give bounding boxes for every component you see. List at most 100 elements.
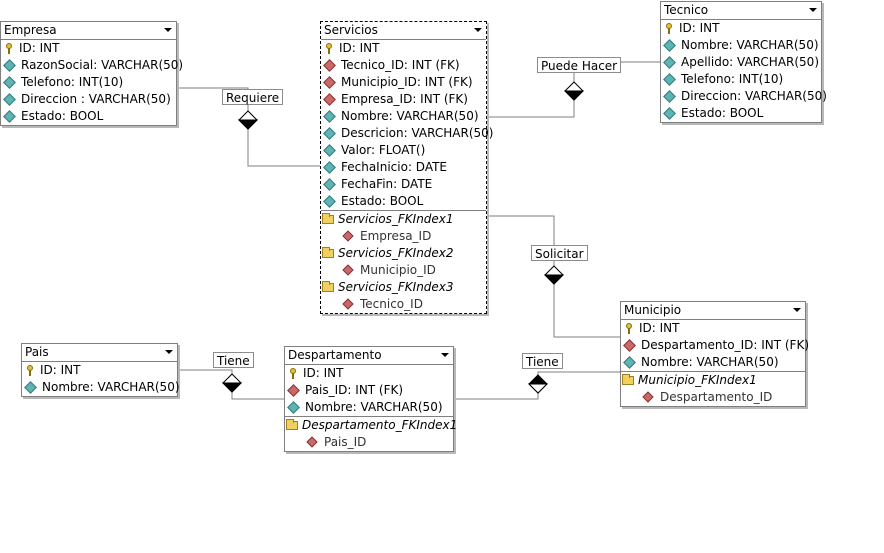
column-row[interactable]: ID: INT xyxy=(285,365,453,382)
index-row[interactable]: Servicios_FKIndex3 xyxy=(321,279,486,296)
column-row[interactable]: Pais_ID: INT (FK) xyxy=(285,382,453,399)
relation-label-tiene-dep[interactable]: Tiene xyxy=(522,353,563,369)
column-row[interactable]: ID: INT xyxy=(621,320,805,337)
index-column-label: Tecnico_ID xyxy=(360,297,423,311)
column-row[interactable]: Nombre: VARCHAR(50) xyxy=(321,108,486,125)
index-column-row[interactable]: Despartamento_ID xyxy=(621,389,805,406)
table-title: Servicios xyxy=(324,23,378,37)
key-icon xyxy=(290,368,296,379)
relation-label-puede-hacer[interactable]: Puede Hacer xyxy=(537,57,622,73)
key-icon xyxy=(326,43,332,54)
index-row[interactable]: Municipio_FKIndex1 xyxy=(621,372,805,389)
folder-icon xyxy=(622,374,634,385)
foreign-key-icon xyxy=(323,76,336,89)
index-label: Despartamento_FKIndex1 xyxy=(302,418,458,432)
index-row[interactable]: Despartamento_FKIndex1 xyxy=(285,417,457,434)
column-row[interactable]: Valor: FLOAT() xyxy=(321,142,486,159)
column-label: Tecnico_ID: INT (FK) xyxy=(341,58,460,72)
index-label: Municipio_FKIndex1 xyxy=(638,373,757,387)
foreign-key-icon xyxy=(306,436,318,448)
column-row[interactable]: ID: INT xyxy=(321,40,486,57)
attribute-icon xyxy=(323,127,336,140)
column-label: Estado: BOOL xyxy=(341,194,424,208)
table-title: Empresa xyxy=(4,23,57,37)
column-label: Estado: BOOL xyxy=(21,109,104,123)
index-label: Servicios_FKIndex2 xyxy=(338,246,454,260)
key-icon xyxy=(626,323,632,334)
foreign-key-icon xyxy=(323,59,336,72)
column-row[interactable]: FechaInicio: DATE xyxy=(321,159,486,176)
folder-icon xyxy=(286,419,298,430)
chevron-down-icon[interactable] xyxy=(809,8,817,12)
column-label: ID: INT xyxy=(679,21,720,35)
tiene-pais-diamond xyxy=(221,373,243,393)
column-row[interactable]: Nombre: VARCHAR(50) xyxy=(621,354,805,371)
column-row[interactable]: Telefono: INT(10) xyxy=(1,74,176,91)
table-header[interactable]: Municipio xyxy=(621,302,805,320)
key-icon xyxy=(27,365,33,376)
table-header[interactable]: Pais xyxy=(22,344,177,362)
relation-label-solicitar[interactable]: Solicitar xyxy=(531,245,588,261)
requiere-diamond xyxy=(237,110,259,130)
table-despartamento[interactable]: Despartamento ID: INT Pais_ID: INT (FK) … xyxy=(284,346,457,452)
chevron-down-icon[interactable] xyxy=(441,353,449,357)
attribute-icon xyxy=(3,93,16,106)
attribute-icon xyxy=(24,381,37,394)
index-row[interactable]: Servicios_FKIndex2 xyxy=(321,245,486,262)
column-row[interactable]: Estado: BOOL xyxy=(661,105,821,122)
chevron-down-icon[interactable] xyxy=(793,308,801,312)
column-label: FechaFin: DATE xyxy=(341,177,433,191)
column-row[interactable]: Apellido: VARCHAR(50) xyxy=(661,54,821,71)
column-row[interactable]: ID: INT xyxy=(22,362,177,379)
index-row[interactable]: Servicios_FKIndex1 xyxy=(321,211,486,228)
chevron-down-icon[interactable] xyxy=(165,350,173,354)
table-header[interactable]: Empresa xyxy=(1,22,176,40)
table-municipio[interactable]: Municipio ID: INT Despartamento_ID: INT … xyxy=(620,301,809,407)
column-row[interactable]: Empresa_ID: INT (FK) xyxy=(321,91,486,108)
column-label: RazonSocial: VARCHAR(50) xyxy=(21,58,184,72)
column-row[interactable]: Direccion: VARCHAR(50) xyxy=(661,88,827,105)
column-row[interactable]: Descricion: VARCHAR(50) xyxy=(321,125,493,142)
column-label: Valor: FLOAT() xyxy=(341,143,426,157)
column-row[interactable]: Nombre: VARCHAR(50) xyxy=(22,379,180,396)
table-title: Despartamento xyxy=(288,348,382,362)
relation-label-requiere[interactable]: Requiere xyxy=(222,89,284,105)
relation-label-tiene-pais[interactable]: Tiene xyxy=(213,352,254,368)
column-label: ID: INT xyxy=(339,41,380,55)
column-row[interactable]: Despartamento_ID: INT (FK) xyxy=(621,337,809,354)
key-icon xyxy=(666,23,672,34)
foreign-key-icon xyxy=(642,391,654,403)
table-tecnico[interactable]: Tecnico ID: INT Nombre: VARCHAR(50) Apel… xyxy=(660,1,827,123)
index-column-row[interactable]: Empresa_ID xyxy=(321,228,486,245)
column-row[interactable]: Direccion : VARCHAR(50) xyxy=(1,91,176,108)
column-row[interactable]: ID: INT xyxy=(661,20,821,37)
column-row[interactable]: Tecnico_ID: INT (FK) xyxy=(321,57,486,74)
index-column-label: Empresa_ID xyxy=(360,229,432,243)
index-column-row[interactable]: Tecnico_ID xyxy=(321,296,486,313)
column-row[interactable]: Estado: BOOL xyxy=(1,108,176,125)
table-header[interactable]: Despartamento xyxy=(285,347,453,365)
column-row[interactable]: FechaFin: DATE xyxy=(321,176,486,193)
column-row[interactable]: Municipio_ID: INT (FK) xyxy=(321,74,486,91)
foreign-key-icon xyxy=(342,298,354,310)
column-row[interactable]: RazonSocial: VARCHAR(50) xyxy=(1,57,183,74)
index-column-row[interactable]: Pais_ID xyxy=(285,434,453,451)
column-label: Descricion: VARCHAR(50) xyxy=(341,126,494,140)
chevron-down-icon[interactable] xyxy=(164,28,172,32)
column-row[interactable]: Nombre: VARCHAR(50) xyxy=(285,399,453,416)
column-row[interactable]: Telefono: INT(10) xyxy=(661,71,821,88)
table-pais[interactable]: Pais ID: INT Nombre: VARCHAR(50) xyxy=(21,343,180,397)
column-row[interactable]: Nombre: VARCHAR(50) xyxy=(661,37,821,54)
table-servicios[interactable]: Servicios ID: INT Tecnico_ID: INT (FK) M… xyxy=(320,21,493,314)
column-label: Despartamento_ID: INT (FK) xyxy=(641,338,809,352)
attribute-icon xyxy=(663,73,676,86)
attribute-icon xyxy=(323,161,336,174)
table-empresa[interactable]: Empresa ID: INT RazonSocial: VARCHAR(50)… xyxy=(0,21,183,126)
table-header[interactable]: Servicios xyxy=(321,22,486,40)
index-column-row[interactable]: Municipio_ID xyxy=(321,262,486,279)
column-row[interactable]: Estado: BOOL xyxy=(321,193,486,210)
chevron-down-icon[interactable] xyxy=(474,28,482,32)
table-header[interactable]: Tecnico xyxy=(661,2,821,20)
column-row[interactable]: ID: INT xyxy=(1,40,176,57)
